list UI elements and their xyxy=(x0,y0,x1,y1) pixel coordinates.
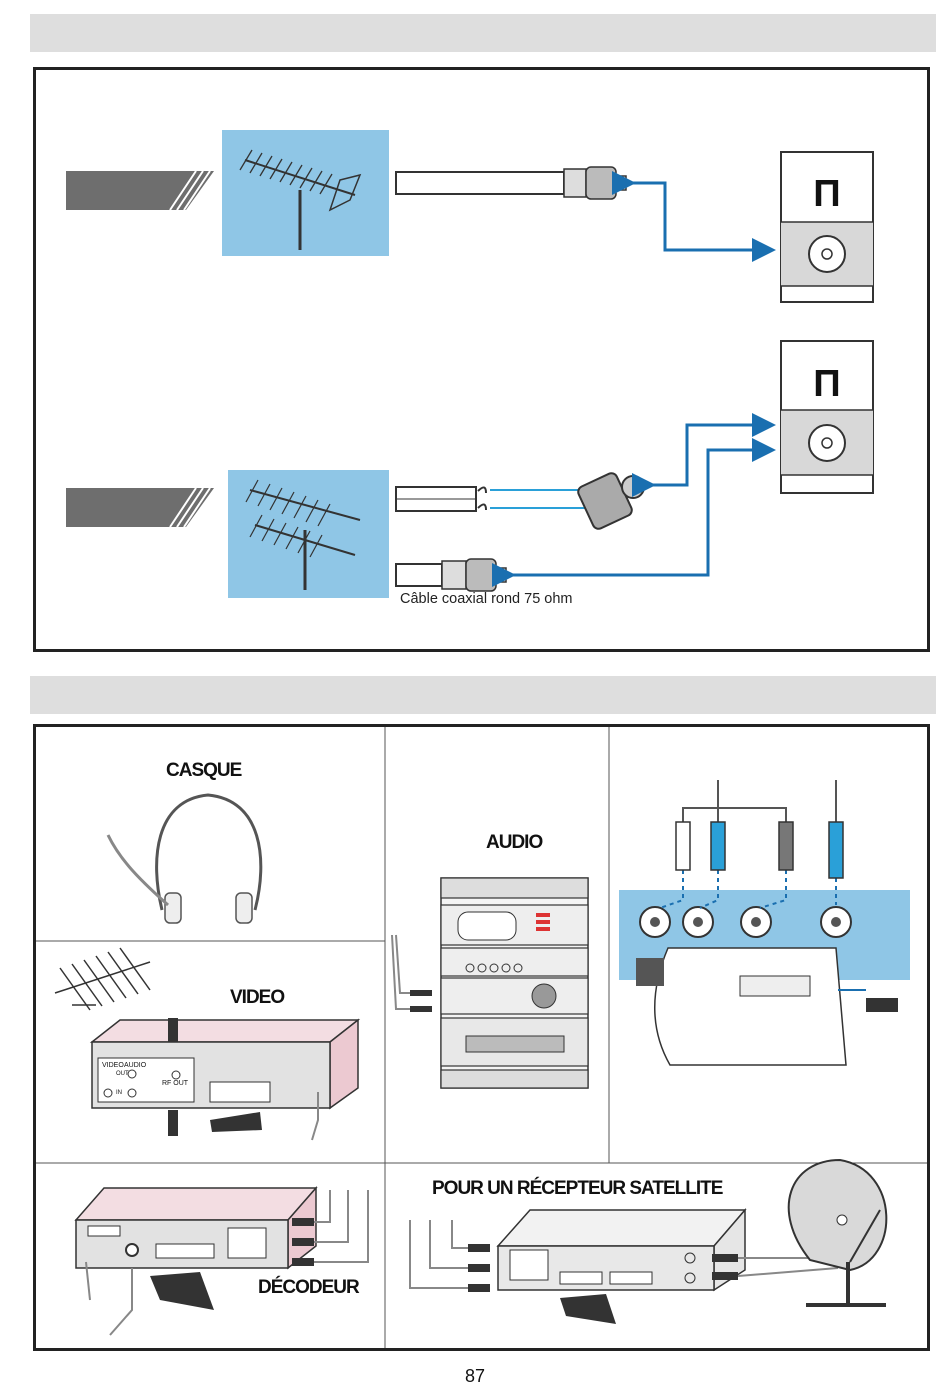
twin-lead-cable xyxy=(396,487,600,511)
antenna-label-tab-2 xyxy=(66,488,214,527)
yagi-antenna-sky-1 xyxy=(222,130,389,256)
connection-arrow-3 xyxy=(510,450,770,575)
video-title: VIDEO xyxy=(230,987,284,1009)
decoder-title: DÉCODEUR xyxy=(258,1277,359,1299)
page-number: 87 xyxy=(0,1366,950,1387)
tv-antenna-socket-1: Π xyxy=(781,152,873,302)
coax-cable-2 xyxy=(396,559,506,591)
vcr-rf-out-label: RF OUT xyxy=(162,1080,188,1087)
headphones-illustration xyxy=(108,795,261,923)
vcr-video-label: VIDEO xyxy=(102,1062,124,1069)
vcr-audio-label: AUDIO xyxy=(124,1062,146,1069)
vcr-illustration xyxy=(55,948,358,1140)
vcr-out-label: OUT xyxy=(116,1071,129,1077)
vcr-in-label: IN xyxy=(116,1090,122,1096)
antenna-label-tab-1 xyxy=(66,171,214,210)
coax-cable-caption: Câble coaxial rond 75 ohm xyxy=(400,591,573,607)
svg-text:Π: Π xyxy=(813,363,840,405)
svg-text:Π: Π xyxy=(813,173,840,215)
yagi-antenna-sky-2 xyxy=(228,470,389,598)
headphones-title: CASQUE xyxy=(166,760,241,782)
satellite-title: POUR UN RÉCEPTEUR SATELLITE xyxy=(432,1178,722,1200)
coax-cable-1 xyxy=(396,167,626,199)
connection-arrow-2 xyxy=(650,425,770,485)
audio-stack-illustration xyxy=(392,878,588,1088)
connection-arrow-1 xyxy=(630,183,770,250)
balun-adapter xyxy=(576,471,644,530)
audio-title: AUDIO xyxy=(486,832,542,854)
tv-antenna-socket-2: Π xyxy=(781,341,873,493)
decoder-illustration xyxy=(76,1188,368,1335)
camcorder-illustration xyxy=(619,780,910,1065)
